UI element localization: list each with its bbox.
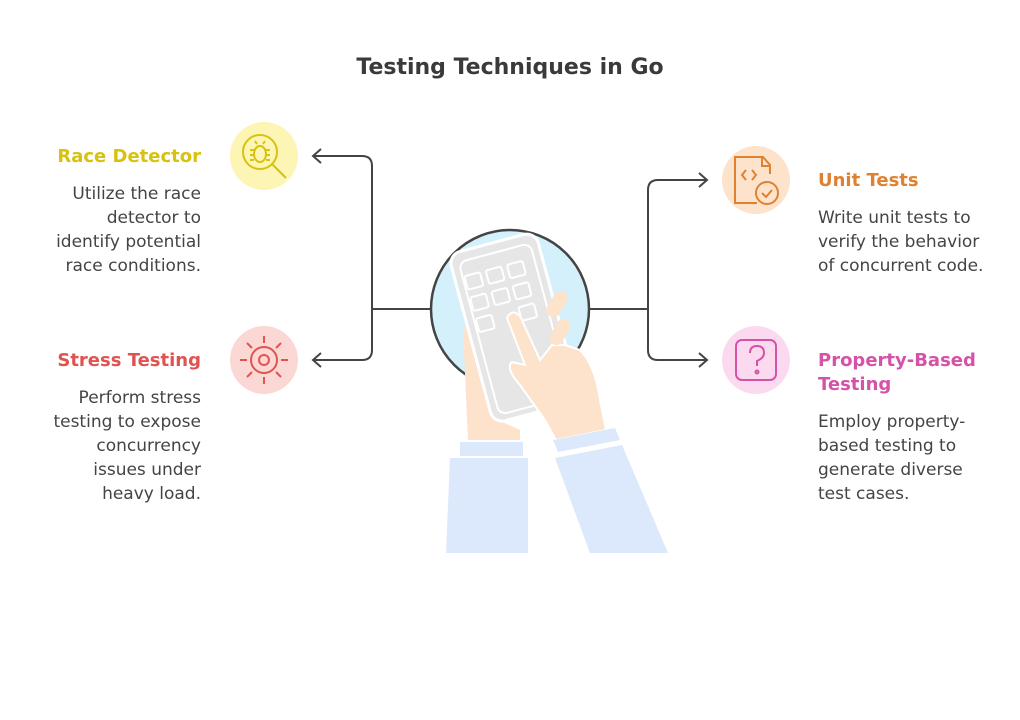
hands-calculator-illustration <box>429 228 668 553</box>
property-based-testing-title: Property-Based Testing <box>818 350 976 395</box>
arrow-stress-icon <box>311 352 322 368</box>
stress-testing-icon <box>230 326 298 394</box>
arrow-race-icon <box>311 148 322 164</box>
unit-tests-icon <box>722 146 790 214</box>
property-based-testing-icon <box>722 326 790 394</box>
arrow-property-icon <box>698 352 709 368</box>
property-based-testing-description: Employ property-based testing to generat… <box>818 412 966 504</box>
diagram-title: Testing Techniques in Go <box>356 55 664 80</box>
unit-tests-description: Write unit tests to verify the behavior … <box>818 208 984 276</box>
connector-left-branches <box>314 155 373 361</box>
unit-tests-title: Unit Tests <box>818 170 919 191</box>
stress-testing-description: Perform stress testing to expose concurr… <box>53 388 201 504</box>
connectors <box>311 148 709 368</box>
race-detector-title: Race Detector <box>57 146 201 167</box>
race-detector-icon <box>230 122 298 190</box>
stress-testing-title: Stress Testing <box>57 350 201 371</box>
arrow-unit-icon <box>698 172 709 188</box>
connector-right-branches <box>647 179 706 361</box>
race-detector-description: Utilize the race detector to identify po… <box>56 184 201 276</box>
